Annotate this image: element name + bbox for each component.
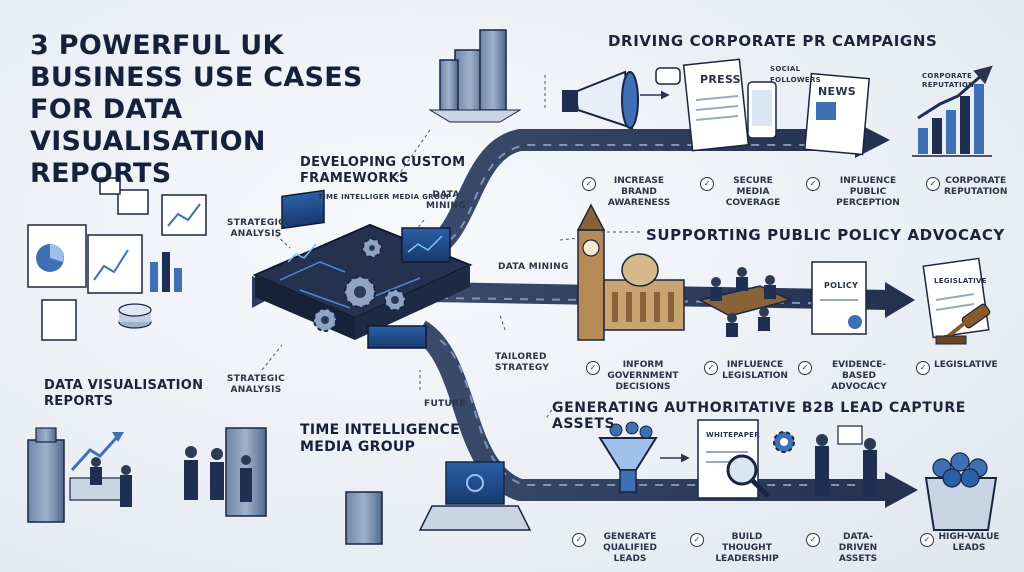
- building-icon: [428, 29, 522, 123]
- b2b-outcome-2-text: BUILD THOUGHT LEADERSHIP: [715, 532, 779, 564]
- label-tailored-strategy: TAILORED STRATEGY: [495, 352, 550, 373]
- policy-outcome-1: ✓ INFORM GOVERNMENT DECISIONS: [586, 360, 682, 393]
- funnel-icon: [598, 421, 658, 493]
- megaphone-icon: [562, 70, 639, 130]
- dollar-coin-icon: [932, 452, 988, 488]
- road-to-b2b: [413, 320, 890, 501]
- legislative-doc-label: LEGISLATIVE: [934, 277, 987, 285]
- policy-document: [811, 261, 867, 335]
- check-icon: ✓: [920, 533, 934, 547]
- check-icon: ✓: [586, 361, 600, 375]
- check-icon: ✓: [916, 361, 930, 375]
- building-icon: [345, 491, 383, 545]
- label-strategic-analysis-bottom: STRATEGIC ANALYSIS: [226, 374, 286, 395]
- pr-outcome-1-text: INCREASE BRAND AWARENESS: [607, 176, 671, 208]
- check-icon: ✓: [926, 177, 940, 191]
- pr-outcome-2-text: SECURE MEDIA COVERAGE: [725, 176, 781, 208]
- policy-outcome-2: ✓ INFLUENCE LEGISLATION: [704, 360, 788, 382]
- policy-heading: SUPPORTING PUBLIC POLICY ADVOCACY: [646, 226, 1005, 244]
- policy-outcome-2-text: INFLUENCE LEGISLATION: [722, 360, 788, 381]
- label-data-mining-mid: DATA MINING: [498, 262, 569, 272]
- gear-icon: [313, 308, 337, 332]
- b2b-outcome-2: ✓ BUILD THOUGHT LEADERSHIP: [690, 532, 786, 565]
- label-data-mining-top: DATA MINING: [426, 190, 466, 211]
- check-icon: ✓: [806, 177, 820, 191]
- reputation-chart-label: CORPORATE REPUTATION: [922, 72, 975, 89]
- pr-outcome-2: ✓ SECURE MEDIA COVERAGE: [700, 176, 788, 209]
- b2b-outcome-3-text: DATA-DRIVEN ASSETS: [838, 532, 878, 564]
- policy-outcome-1-text: INFORM GOVERNMENT DECISIONS: [607, 360, 679, 392]
- gear-icon: [344, 276, 376, 308]
- gear-icon: [362, 238, 382, 258]
- gear-icon: [384, 289, 406, 311]
- reputation-chart: [912, 65, 993, 157]
- road-arrowhead-policy: [885, 282, 915, 318]
- magnifier-icon: [726, 454, 770, 498]
- check-icon: ✓: [582, 177, 596, 191]
- press-label: PRESS: [700, 73, 741, 86]
- office-scene: [27, 427, 267, 523]
- pr-outcome-3: ✓ INFLUENCE PUBLIC PERCEPTION: [806, 176, 912, 209]
- whitepaper-label: WHITEPAPER: [706, 431, 760, 439]
- bottom-center-label: TIME INTELLIGENCE MEDIA GROUP: [300, 422, 460, 455]
- pr-outcome-3-text: INFLUENCE PUBLIC PERCEPTION: [836, 176, 900, 208]
- big-ben-icon: [576, 203, 606, 341]
- gavel-icon: [935, 303, 991, 345]
- pr-outcome-4-text: CORPORATE REPUTATION: [944, 176, 1008, 197]
- legislative-scroll: [922, 257, 990, 339]
- check-icon: ✓: [798, 361, 812, 375]
- b2b-outcome-1: ✓ GENERATE QUALIFIED LEADS: [572, 532, 670, 565]
- pr-outcome-4: ✓ CORPORATE REPUTATION: [926, 176, 1008, 198]
- parliament-building: [603, 253, 685, 331]
- b2b-outcome-4: ✓ HIGH-VALUE LEADS: [920, 532, 1000, 554]
- handshake-scene: [815, 425, 877, 496]
- pr-heading: DRIVING CORPORATE PR CAMPAIGNS: [608, 32, 938, 50]
- pr-outcome-1: ✓ INCREASE BRAND AWARENESS: [582, 176, 678, 209]
- social-followers-label: SOCIAL FOLLOWERS: [770, 65, 821, 84]
- label-strategic-analysis-top: STRATEGIC ANALYSIS: [226, 218, 286, 239]
- page-title: 3 POWERFUL UK BUSINESS USE CASES FOR DAT…: [30, 30, 363, 189]
- b2b-outcome-1-text: GENERATE QUALIFIED LEADS: [603, 532, 657, 564]
- news-label: NEWS: [818, 85, 856, 98]
- laptop-icon: [418, 461, 532, 531]
- b2b-outcome-4-text: HIGH-VALUE LEADS: [938, 532, 1000, 553]
- policy-outcome-3: ✓ EVIDENCE-BASED ADVOCACY: [798, 360, 902, 393]
- policy-outcome-4: ✓ LEGISLATIVE: [916, 360, 1002, 375]
- b2b-outcome-3: ✓ DATA-DRIVEN ASSETS: [806, 532, 892, 565]
- gear-icon: [773, 431, 795, 453]
- check-icon: ✓: [700, 177, 714, 191]
- speech-bubble-icon: [655, 67, 681, 85]
- left-label: DATA VISUALISATION REPORTS: [44, 378, 204, 409]
- policy-outcome-4-text: LEGISLATIVE: [934, 360, 998, 370]
- check-icon: ✓: [572, 533, 586, 547]
- check-icon: ✓: [690, 533, 704, 547]
- coin-basket: [924, 452, 998, 531]
- check-icon: ✓: [806, 533, 820, 547]
- meeting-table: [697, 267, 793, 337]
- dashboard-stack: [27, 177, 207, 341]
- press-document: [682, 58, 750, 152]
- label-future: FUTURE: [424, 399, 466, 409]
- b2b-heading: GENERATING AUTHORITATIVE B2B LEAD CAPTUR…: [552, 400, 966, 432]
- policy-doc-label: POLICY: [824, 281, 859, 290]
- platform-panel: [367, 325, 427, 349]
- central-platform: [252, 189, 473, 349]
- platform-screen-data: [401, 227, 451, 263]
- check-icon: ✓: [704, 361, 718, 375]
- center-heading: DEVELOPING CUSTOM FRAMEWORKS: [300, 155, 466, 186]
- phone-icon: [747, 81, 777, 139]
- platform-screen-chart: [281, 189, 325, 230]
- news-document: [803, 72, 871, 156]
- road-arrowhead-b2b: [885, 472, 918, 508]
- center-subheading: TIME INTELLIGER MEDIA GROUP: [318, 193, 452, 201]
- policy-outcome-3-text: EVIDENCE-BASED ADVOCACY: [831, 360, 887, 392]
